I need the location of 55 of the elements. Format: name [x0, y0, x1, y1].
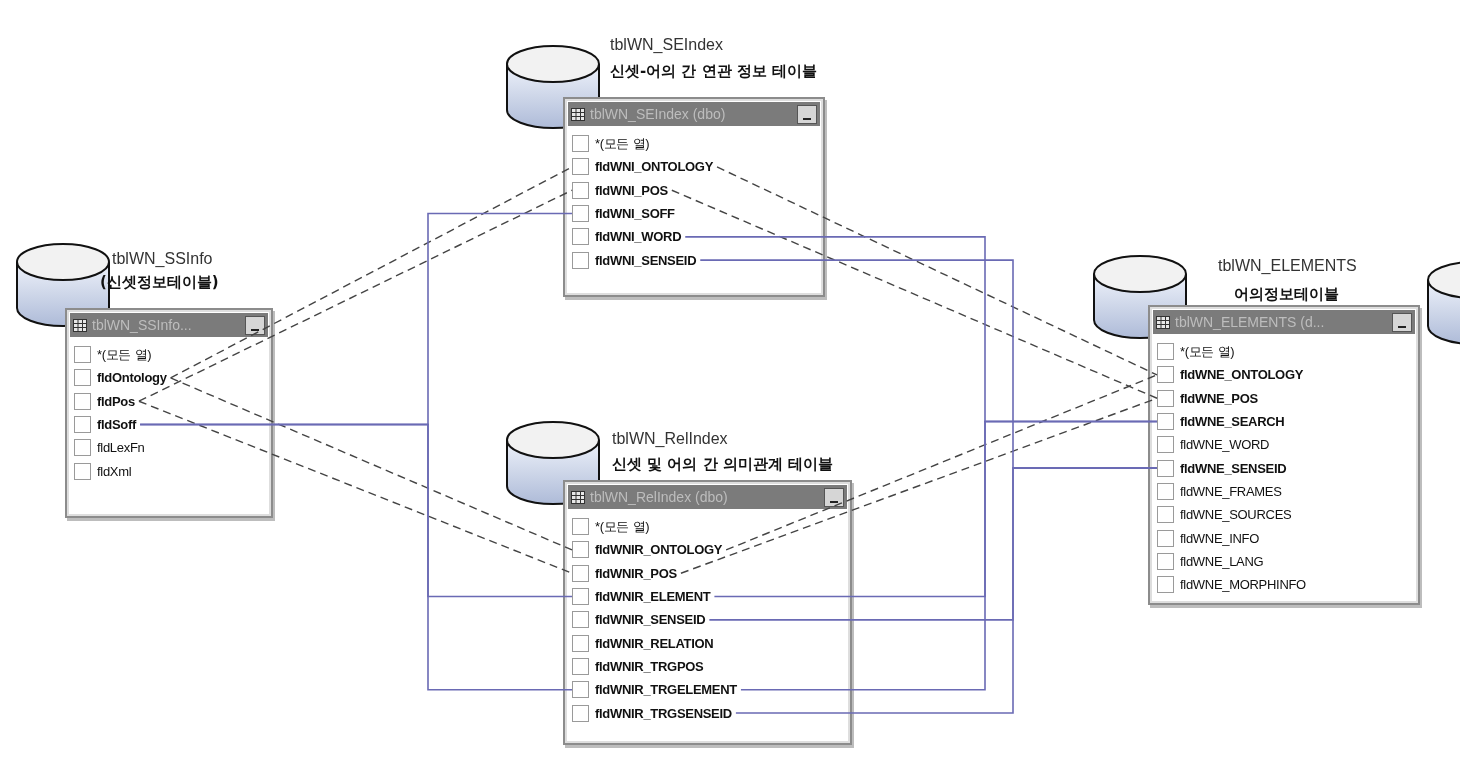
table-name: tblWN_SSInfo: [112, 250, 213, 268]
checkbox: fldWNE_SOURCES: [1157, 503, 1296, 527]
checkbox: fldWNE_POS: [1157, 386, 1262, 410]
checkbox: *(모든 열): [74, 343, 156, 367]
table-window: [563, 480, 852, 745]
table-window: [563, 97, 825, 297]
window-title: tblWN_ELEMENTS (d...: [1175, 314, 1326, 330]
table-name: tblWN_SEIndex: [610, 36, 723, 54]
checkbox: fldWNI_SENSEID: [572, 248, 701, 272]
checkbox: fldWNIR_ONTOLOGY: [572, 538, 727, 562]
checkbox: fldWNI_SOFF: [572, 201, 679, 226]
dashed-connector: [138, 189, 573, 402]
connector: [735, 467, 1158, 714]
checkbox: fldWNIR_SENSEID: [572, 608, 710, 632]
table-name: tblWN_ELEMENTS: [1218, 257, 1357, 275]
checkbox: fldWNIR_TRGPOS: [572, 654, 708, 679]
checkbox: fldWNI_WORD: [572, 225, 686, 249]
checkbox: fldWNIR_POS: [572, 561, 681, 585]
checkbox: fldWNE_INFO: [1157, 526, 1264, 550]
checkbox: fldWNIR_TRGELEMENT: [572, 678, 741, 702]
checkbox: fldWNE_SEARCH: [1157, 409, 1289, 434]
checkbox: *(모든 열): [572, 132, 654, 156]
checkbox: fldWNIR_RELATION: [572, 631, 718, 655]
checkbox: *(모든 열): [1157, 340, 1239, 364]
checkbox: fldWNE_MORPHINFO: [1157, 572, 1310, 597]
checkbox: fldPos: [74, 389, 139, 413]
window-title: tblWN_SSInfo...: [92, 317, 193, 333]
table-caption: 신셋 및 어의 간 의미관계 테이블: [612, 455, 834, 474]
checkbox: fldWNI_POS: [572, 178, 672, 202]
dashed-connector: [671, 189, 1158, 399]
dashed-connector: [716, 166, 1158, 376]
checkbox: fldXml: [74, 459, 136, 483]
checkbox: fldWNE_SENSEID: [1157, 456, 1291, 480]
dashed-connector: [725, 374, 1158, 551]
checkbox: fldWNI_ONTOLOGY: [572, 155, 718, 179]
table-caption: 신셋-어의 간 연관 정보 테이블: [610, 62, 818, 81]
dashed-connector: [169, 377, 573, 551]
connector: [139, 423, 573, 691]
window-title: tblWN_RelIndex (dbo): [590, 489, 729, 505]
checkbox: fldWNE_LANG: [1157, 549, 1268, 573]
table-window: [1148, 305, 1420, 605]
checkbox: fldWNIR_TRGSENSEID: [572, 701, 736, 725]
checkbox: fldOntology: [74, 366, 171, 390]
table-name: tblWN_RelIndex: [612, 430, 728, 448]
checkbox: fldWNE_ONTOLOGY: [1157, 363, 1308, 387]
table-window: [65, 308, 273, 518]
checkbox: fldWNE_WORD: [1157, 433, 1274, 457]
checkbox: fldWNIR_ELEMENT: [572, 584, 715, 609]
checkbox: fldLexFn: [74, 436, 149, 460]
checkbox: fldWNE_FRAMES: [1157, 479, 1286, 504]
window-title: tblWN_SEIndex (dbo): [590, 106, 727, 122]
checkbox: *(모든 열): [572, 515, 654, 539]
table-caption: 어의정보테이블: [1234, 285, 1339, 304]
connector: [740, 420, 1158, 691]
checkbox: fldSoff: [74, 412, 141, 437]
